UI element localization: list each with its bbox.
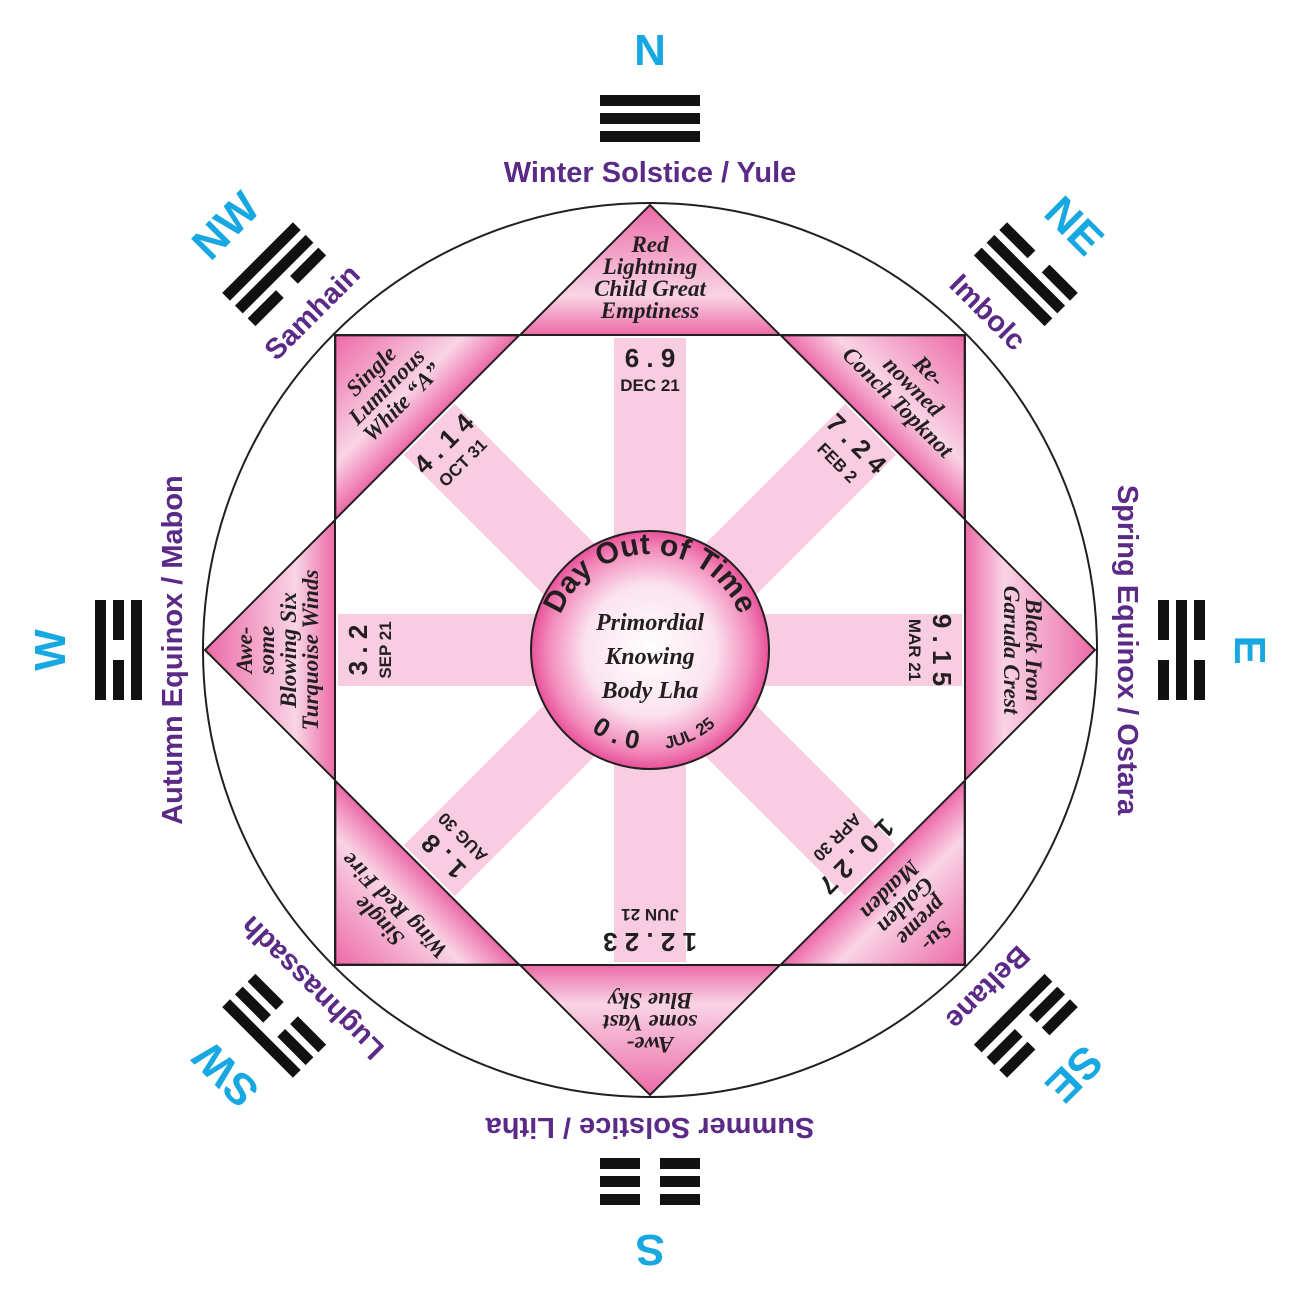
center-body-line: Body Lha xyxy=(601,678,699,704)
ray-date: DEC 21 xyxy=(620,376,680,395)
compass-point-s: S Summer Solstice / Litha xyxy=(485,1111,815,1274)
triangle-label-line: Child Great xyxy=(594,276,706,301)
square-frame xyxy=(334,334,966,966)
festival-label: Winter Solstice / Yule xyxy=(504,157,797,189)
festival-label: Summer Solstice / Litha xyxy=(485,1111,815,1143)
direction-label: W xyxy=(26,629,75,671)
trigram-broken-line xyxy=(1194,600,1205,640)
trigram-broken-line xyxy=(247,973,284,1010)
trigram-icon xyxy=(1158,600,1205,700)
festival-label: Autumn Equinox / Mabon xyxy=(157,475,189,825)
trigram-solid-line xyxy=(986,234,1066,314)
trigram-broken-line xyxy=(290,247,327,284)
triangle-label-line: Red xyxy=(630,232,669,257)
trigram-icon xyxy=(973,973,1078,1078)
trigram-solid-line xyxy=(973,973,1053,1053)
star-frame-layer xyxy=(334,334,966,966)
triangle-label-line: Awe- xyxy=(627,1032,676,1057)
trigram-broken-line xyxy=(247,290,284,327)
trigram-solid-line xyxy=(973,247,1053,327)
triangle-label-line: Blue Sky xyxy=(607,988,694,1013)
trigram-solid-line xyxy=(222,222,301,301)
trigram-broken-line xyxy=(1041,264,1078,301)
direction-label: N xyxy=(634,26,666,75)
trigram-broken-line xyxy=(1041,999,1078,1036)
triangle-label-line: Lightning xyxy=(602,254,698,279)
trigram-icon xyxy=(600,95,700,142)
direction-label: SW xyxy=(183,1031,268,1116)
ray-date: JUN 21 xyxy=(621,905,679,924)
triangle-label-line: Blowing Six xyxy=(276,592,301,709)
trigram-broken-line xyxy=(277,1029,314,1066)
direction-label: S xyxy=(635,1225,664,1274)
triangle-label-line: Awe- xyxy=(232,627,257,676)
compass-point-e: E Spring Equinox / Ostara xyxy=(1111,485,1274,816)
trigram-broken-line xyxy=(1158,660,1169,700)
compass-point-n: N Winter Solstice / Yule xyxy=(504,26,797,189)
trigram-broken-line xyxy=(660,1158,700,1169)
trigram-broken-line xyxy=(234,986,271,1023)
trigram-broken-line xyxy=(660,1176,700,1187)
trigram-broken-line xyxy=(600,1176,640,1187)
trigram-broken-line xyxy=(113,600,124,640)
trigram-icon xyxy=(95,600,142,700)
center-circle xyxy=(530,530,770,770)
trigram-broken-line xyxy=(999,222,1036,259)
triangle-label-line: some Vast xyxy=(602,1010,698,1035)
trigram-solid-line xyxy=(1176,600,1187,700)
trigram-solid-line xyxy=(222,999,301,1078)
ray-number: 3 . 2 xyxy=(343,625,373,676)
direction-label: E xyxy=(1225,635,1274,664)
direction-label: NW xyxy=(183,183,270,270)
triangle-label-line: Garuda Crest xyxy=(999,586,1024,715)
ray-number: 6 . 9 xyxy=(625,343,676,373)
trigram-icon xyxy=(222,973,327,1078)
outer-circle xyxy=(202,202,1098,1098)
trigram-broken-line xyxy=(1029,986,1066,1023)
triangle-label-line: Turquoise Winds xyxy=(298,570,323,731)
trigram-icon xyxy=(600,1158,700,1205)
trigram-broken-line xyxy=(290,1016,327,1053)
trigram-broken-line xyxy=(600,1158,640,1169)
triangle-label-line: some xyxy=(254,626,279,676)
trigram-icon xyxy=(973,222,1078,327)
trigram-broken-line xyxy=(113,660,124,700)
trigram-broken-line xyxy=(1194,660,1205,700)
trigram-broken-line xyxy=(660,1194,700,1205)
direction-label: NE xyxy=(1035,187,1113,265)
triangle-label-line: Emptiness xyxy=(600,298,699,323)
trigram-broken-line xyxy=(1158,600,1169,640)
trigram-solid-line xyxy=(95,600,106,700)
compass-point-w: W Autumn Equinox / Mabon xyxy=(26,475,189,825)
trigram-broken-line xyxy=(986,1029,1023,1066)
ray-number: 9 . 1 5 xyxy=(927,614,957,686)
center-body-line: Knowing xyxy=(604,644,694,670)
trigram-broken-line xyxy=(600,1194,640,1205)
ray-date: MAR 21 xyxy=(905,619,924,681)
trigram-icon xyxy=(222,222,327,327)
triangle-label-line: Black Iron xyxy=(1021,598,1046,702)
center-body-line: Primordial xyxy=(595,610,704,636)
ray-number: 1 2 . 2 3 xyxy=(603,927,697,957)
trigram-broken-line xyxy=(999,1041,1036,1078)
direction-label: SE xyxy=(1036,1036,1112,1112)
trigram-solid-line xyxy=(234,234,314,314)
trigram-solid-line xyxy=(600,131,700,142)
festival-label: Spring Equinox / Ostara xyxy=(1111,485,1143,816)
outer-ring-layer xyxy=(202,202,1098,1098)
trigram-solid-line xyxy=(600,95,700,106)
trigram-solid-line xyxy=(131,600,142,700)
ray-date: SEP 21 xyxy=(376,621,395,678)
trigram-solid-line xyxy=(600,113,700,124)
